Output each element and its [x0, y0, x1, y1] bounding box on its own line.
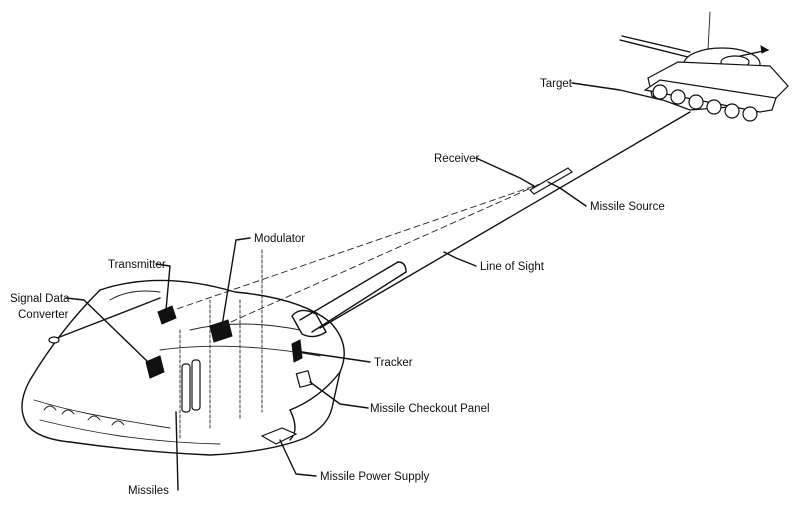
transmitter-block [157, 305, 177, 325]
label-converter: Converter [18, 309, 69, 321]
target-tank-drawing [619, 11, 789, 122]
label-missile-checkout-panel: Missile Checkout Panel [370, 403, 490, 415]
label-receiver: Receiver [434, 153, 480, 165]
modulator-block [209, 319, 233, 343]
label-transmitter: Transmitter [108, 259, 166, 271]
tracker-block [291, 339, 303, 363]
label-tracker: Tracker [374, 357, 413, 369]
signal-data-converter-block [145, 355, 165, 379]
label-target: Target [540, 78, 573, 90]
label-missiles: Missiles [128, 485, 169, 497]
label-missile-source: Missile Source [590, 201, 665, 213]
host-tank-drawing [21, 249, 407, 456]
label-modulator: Modulator [254, 233, 305, 245]
label-missile-power-supply: Missile Power Supply [320, 471, 430, 483]
line-of-sight-beam [167, 111, 691, 329]
label-signal-data: Signal Data [10, 293, 70, 305]
leader-lines [65, 82, 663, 491]
label-line-of-sight: Line of Sight [480, 261, 545, 273]
